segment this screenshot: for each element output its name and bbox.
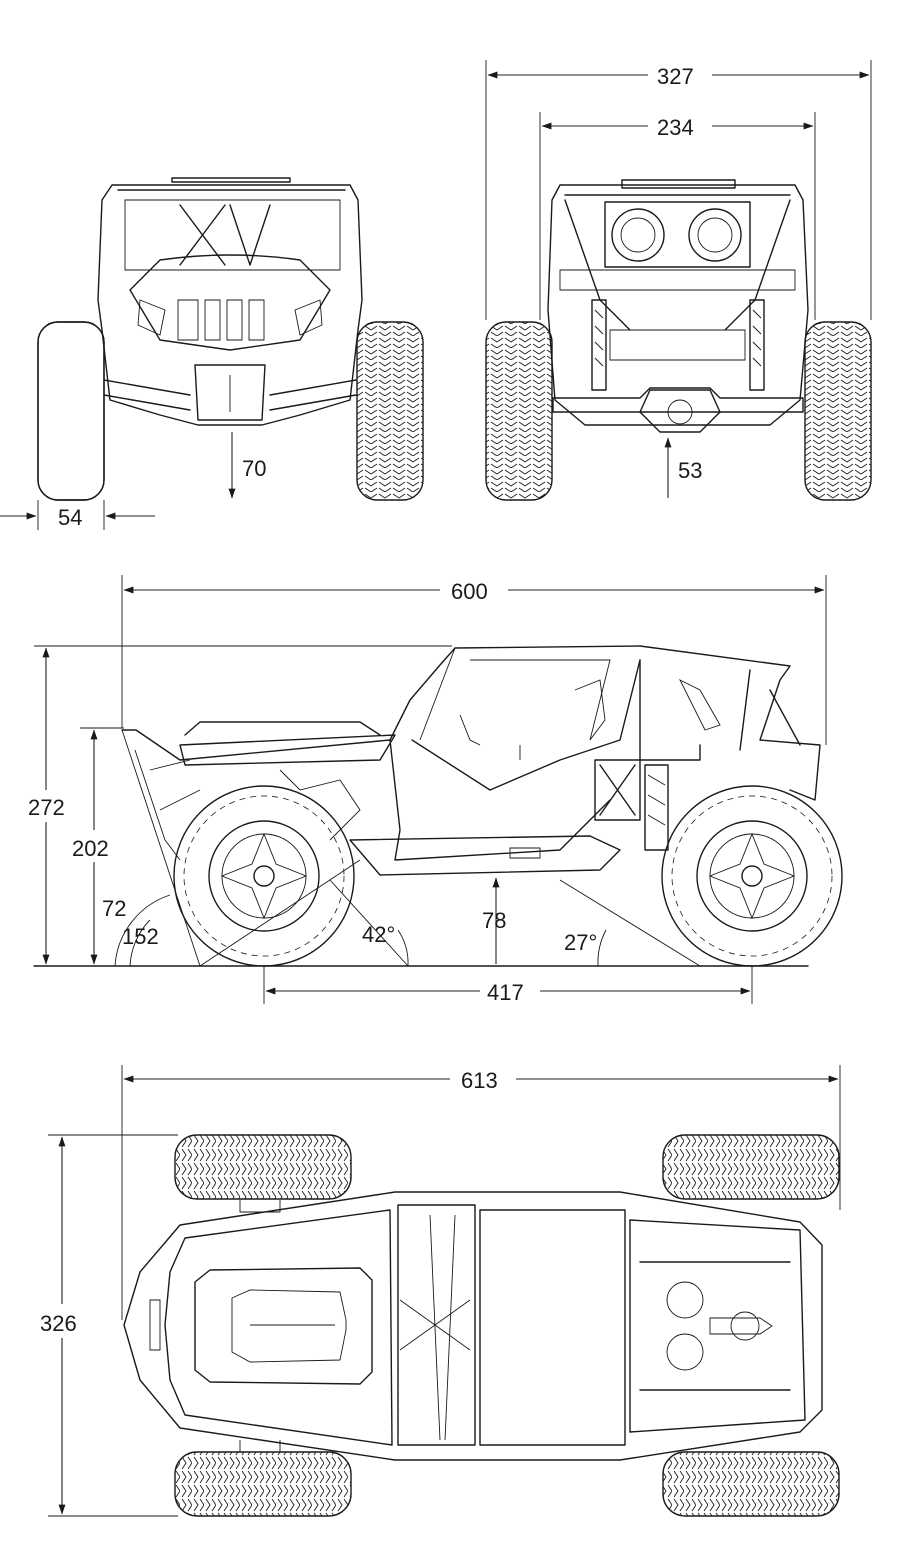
- front-body: [97, 177, 363, 426]
- top-front-left-tire: [174, 1134, 352, 1200]
- approach-angle-label: 42°: [362, 922, 395, 947]
- rear-left-tire: [485, 321, 553, 501]
- wheelbase-label: 417: [487, 980, 524, 1005]
- departure-angle-label: 27°: [564, 930, 597, 955]
- front-clearance-label: 70: [242, 456, 266, 481]
- top-rear-left-tire: [662, 1134, 840, 1200]
- side-dim-72-label: 72: [102, 896, 126, 921]
- side-hood-height-label: 202: [72, 836, 109, 861]
- side-front-wheel: [173, 785, 355, 967]
- top-front-right-tire: [174, 1451, 352, 1517]
- rear-body: [547, 179, 809, 433]
- rear-axle-width-label: 234: [657, 115, 694, 140]
- side-view: 600 272 202 72 152 42° 78 27° 417: [28, 575, 843, 1005]
- rear-clearance-label: 53: [678, 458, 702, 483]
- side-overall-height-label: 272: [28, 795, 65, 820]
- side-dim-152-label: 152: [122, 924, 159, 949]
- front-view: 70 54: [0, 177, 424, 530]
- front-right-tire: [356, 321, 424, 501]
- top-rear-right-tire: [662, 1451, 840, 1517]
- top-overall-length-label: 613: [461, 1068, 498, 1093]
- side-body: [121, 645, 821, 876]
- rear-right-tire: [804, 321, 872, 501]
- side-rear-wheel: [661, 785, 843, 967]
- top-view: 613 326: [40, 1065, 841, 1517]
- top-chassis: [123, 1191, 823, 1461]
- rear-overall-width-label: 327: [657, 64, 694, 89]
- rear-view: 327 234 53: [485, 60, 872, 501]
- wheel-width-label: 54: [58, 505, 82, 530]
- side-clearance-label: 78: [482, 908, 506, 933]
- front-left-tire: [37, 321, 105, 501]
- side-overall-length-label: 600: [451, 579, 488, 604]
- top-overall-width-label: 326: [40, 1311, 77, 1336]
